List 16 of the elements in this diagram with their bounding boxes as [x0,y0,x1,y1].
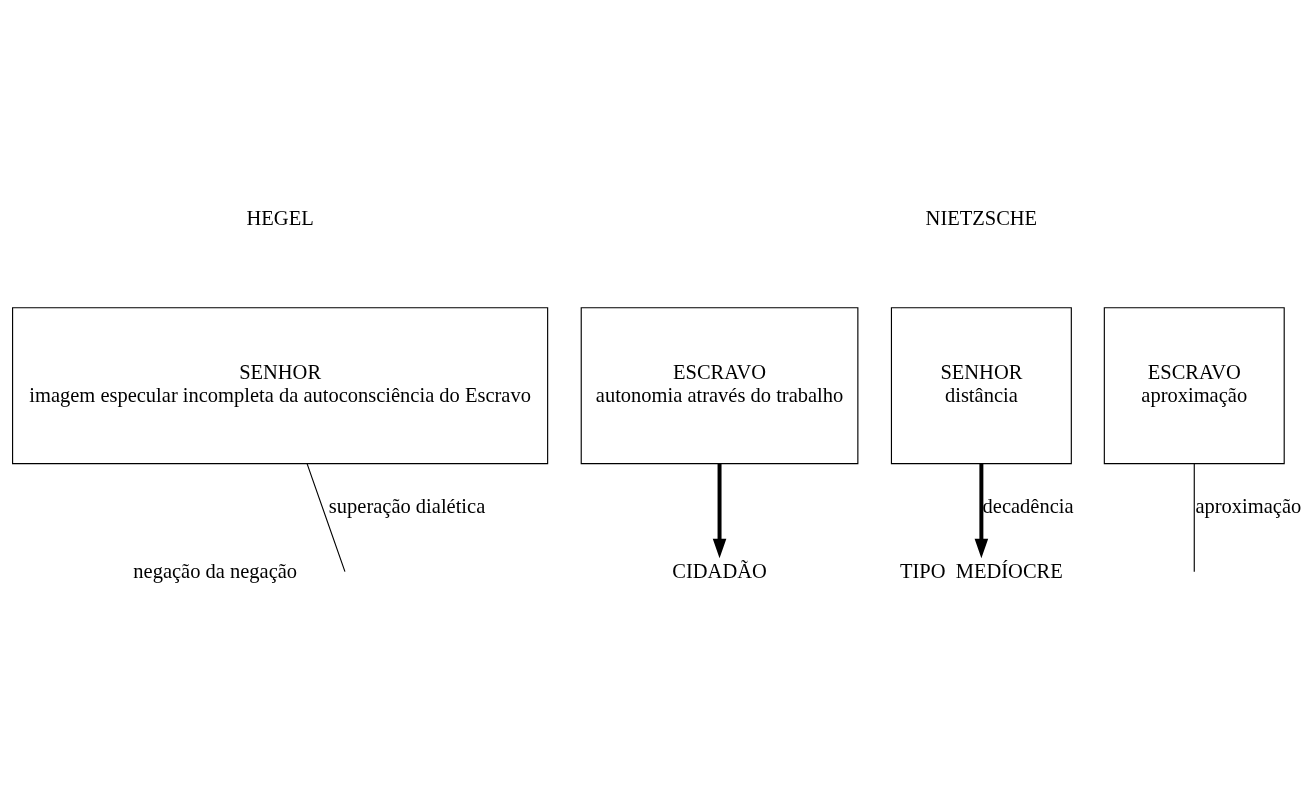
connector [1193,462,1195,572]
label: NIETZSCHE [925,206,1038,229]
node-text: TIPO MEDÍOCRE [900,559,1063,582]
node-text: CIDADÃO [672,559,767,582]
edge-label: aproximação [1195,494,1302,517]
arrow [712,463,727,558]
arrow [974,463,989,558]
node-box: ESCRAVO autonomia através do trabalho [580,306,859,464]
label: negação da negação [133,559,298,582]
edge-label: superação dialética [328,494,486,517]
connector [306,462,346,572]
node-box: SENHOR imagem especular incompleta da autoconsciência do Escravo [12,306,549,464]
node-box: ESCRAVO aproximação [1103,306,1285,464]
edge-label: decadência [982,494,1074,517]
label: HEGEL [246,206,314,229]
node-box: SENHOR distância [890,306,1072,464]
